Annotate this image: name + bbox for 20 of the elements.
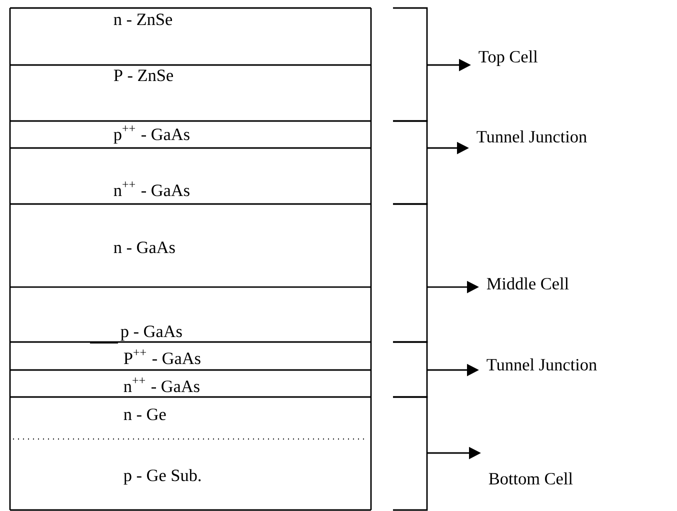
layer-box: P - ZnSe [9, 64, 372, 122]
cell-label: Middle Cell [486, 277, 569, 290]
layer-box: P$^{++}$ - GaAs [9, 341, 372, 371]
layer-box: n - Ge [9, 396, 372, 440]
layer-box: n - ZnSe [9, 7, 372, 66]
bracket [393, 120, 428, 205]
layer-box: p - GaAs [9, 286, 372, 344]
cell-label: Top Cell [478, 50, 538, 66]
cell-label: Bottom Cell [488, 472, 573, 484]
layer-box: n$^{++}$ - GaAs [9, 369, 372, 398]
layer-box: n$^{++}$ - GaAs [9, 147, 372, 205]
layer-box: p$^{++}$ - GaAs [9, 120, 372, 149]
layer-box: n - GaAs [9, 203, 372, 288]
cell-label: Tunnel Junction [476, 130, 587, 142]
layer-box: p - Ge Sub. [9, 438, 372, 511]
bracket [393, 396, 428, 511]
bracket [393, 7, 428, 122]
bracket [393, 341, 428, 398]
cell-label: Tunnel Junction [486, 358, 597, 370]
bracket [393, 203, 428, 343]
